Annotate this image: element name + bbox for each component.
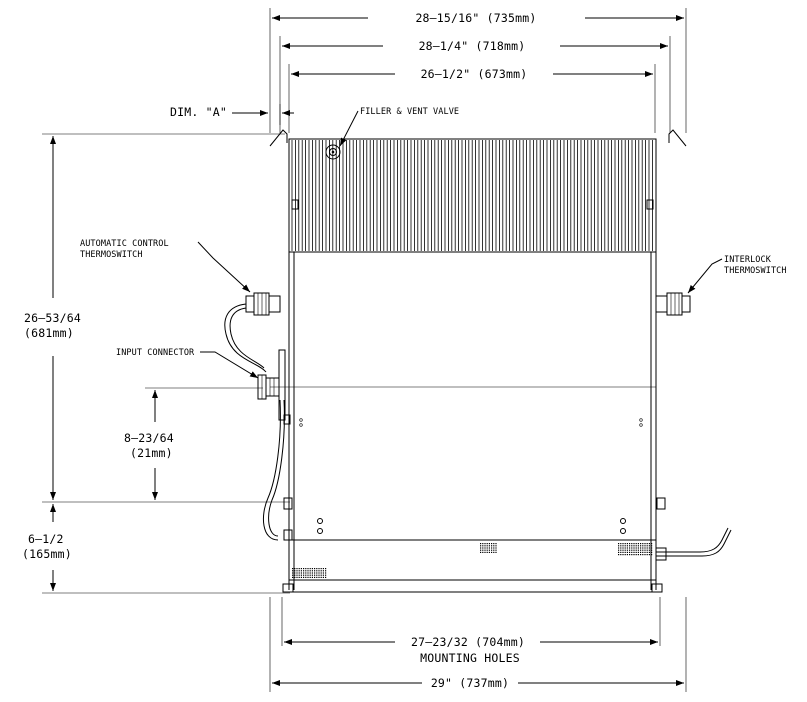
filler-vent-valve-label: FILLER & VENT VALVE — [360, 107, 459, 117]
flange-width-label: 28–1/4" (718mm) — [419, 39, 526, 53]
mounting-holes-label: MOUNTING HOLES — [420, 651, 520, 665]
mounting-holes-dim-label: 27–23/32 (704mm) — [411, 635, 525, 649]
overall-width-top-label: 28–15/16" (735mm) — [415, 11, 536, 25]
automatic-control-thermoswitch — [224, 292, 281, 373]
top-dimensions: 28–15/16" (735mm) 28–1/4" (718mm) 26–1/2… — [269, 8, 687, 133]
bottom-dimensions: 27–23/32 (704mm) MOUNTING HOLES 29" (737… — [269, 597, 687, 692]
auto-control-label-1: AUTOMATIC CONTROL — [80, 239, 169, 249]
dim-a-label: DIM. "A" — [170, 105, 227, 119]
height-3-label: 6–1/2 — [28, 532, 64, 546]
body-width-label: 26–1/2" (673mm) — [421, 67, 528, 81]
height-1-label: 26–53/64 — [24, 311, 81, 325]
cooling-fins — [291, 140, 653, 251]
interlock-label-2: THERMOSWITCH — [724, 266, 787, 276]
callouts: FILLER & VENT VALVE AUTOMATIC CONTROL TH… — [80, 107, 787, 379]
auto-control-label-2: THERMOSWITCH — [80, 250, 143, 260]
radiator-unit — [224, 129, 732, 593]
input-connector — [257, 349, 286, 541]
left-dimensions: 26–53/64 (681mm) 8–23/64 (21mm) 6–1/2 (1… — [22, 133, 290, 594]
height-1-mm-label: (681mm) — [24, 326, 74, 340]
height-2-label: 8–23/64 — [124, 431, 174, 445]
height-2-mm-label: (21mm) — [130, 446, 173, 460]
overall-width-bottom-label: 29" (737mm) — [431, 676, 509, 690]
dim-a: DIM. "A" — [170, 104, 294, 125]
height-3-mm-label: (165mm) — [22, 547, 72, 561]
filler-vent-valve — [325, 144, 341, 160]
vent-grilles — [292, 543, 653, 578]
interlock-label-1: INTERLOCK — [724, 255, 772, 265]
input-connector-label: INPUT CONNECTOR — [116, 348, 195, 358]
interlock-thermoswitch — [655, 292, 691, 316]
